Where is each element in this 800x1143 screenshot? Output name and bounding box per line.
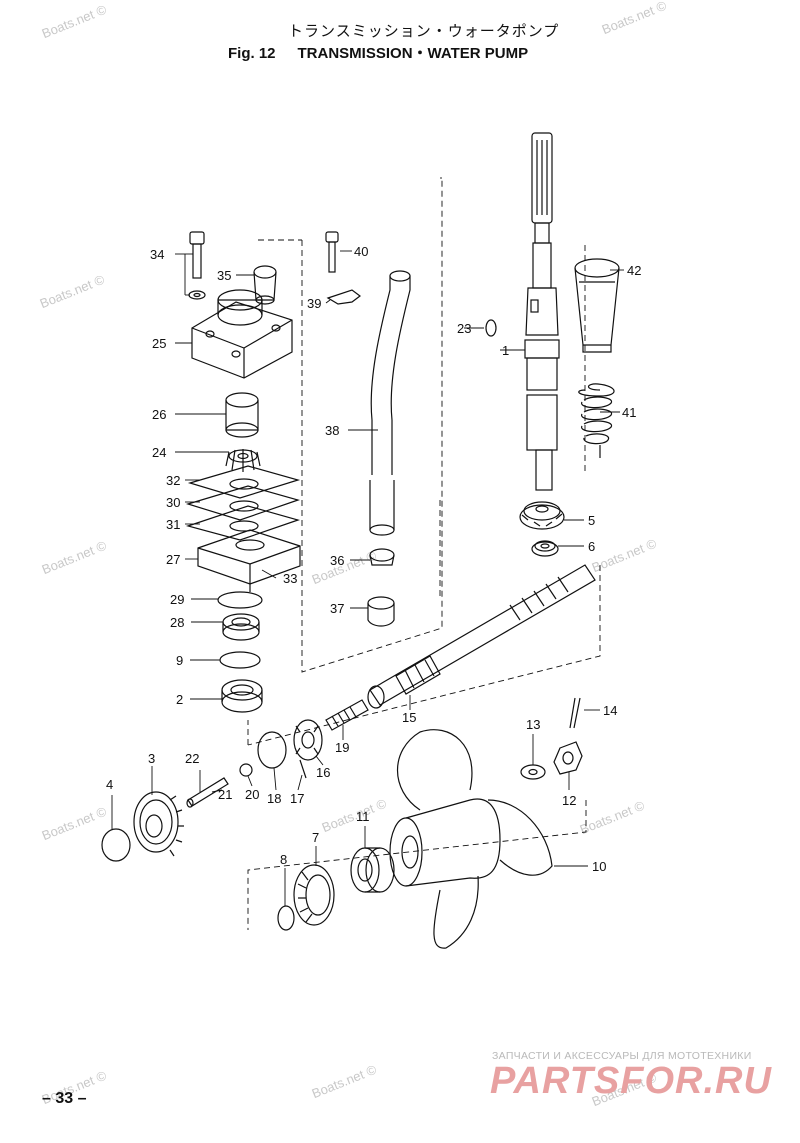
callout-40: 40 <box>354 244 368 259</box>
insert-cartridge-part <box>225 392 259 438</box>
diagram-title: Fig. 12 TRANSMISSION・WATER PUMP <box>228 42 528 63</box>
pump-gasket-plates <box>185 465 301 541</box>
cross-pin-part <box>299 759 307 779</box>
o-ring-part <box>219 651 261 669</box>
bearing-part <box>221 679 263 713</box>
callout-17: 17 <box>290 791 304 806</box>
callout-10: 10 <box>592 859 606 874</box>
callout-9: 9 <box>176 653 183 668</box>
callout-29: 29 <box>170 592 184 607</box>
assembly-guide-lines <box>247 177 601 930</box>
pinion-gear-part <box>519 501 565 530</box>
callout-13: 13 <box>526 717 540 732</box>
woodruff-key-part <box>485 319 497 337</box>
shift-plunger-part <box>325 699 369 731</box>
callout-33: 33 <box>283 571 297 586</box>
callout-23: 23 <box>457 321 471 336</box>
callout-11: 11 <box>356 809 370 824</box>
callout-26: 26 <box>152 407 166 422</box>
impeller-part <box>225 449 261 472</box>
figure-number: Fig. 12 <box>228 45 276 62</box>
oil-seal-part <box>222 613 260 641</box>
grommet-part <box>253 265 277 305</box>
callout-30: 30 <box>166 495 180 510</box>
callout-4: 4 <box>106 777 113 792</box>
brand-tagline: ЗАПЧАСТИ И АКСЕССУАРЫ ДЛЯ МОТОТЕХНИКИ <box>492 1050 752 1062</box>
diagram-title-english: TRANSMISSION・WATER PUMP <box>297 45 529 62</box>
spring-ring-part <box>257 731 287 769</box>
water-tube-part <box>369 270 411 536</box>
o-ring-part <box>217 591 263 609</box>
shim-part <box>101 828 131 862</box>
callout-18: 18 <box>267 791 281 806</box>
propeller-bearing-part <box>350 847 395 893</box>
propeller-part <box>389 729 553 949</box>
callout-27: 27 <box>166 552 180 567</box>
callout-28: 28 <box>170 615 184 630</box>
callout-1: 1 <box>502 343 509 358</box>
callout-24: 24 <box>152 445 166 460</box>
callout-21: 21 <box>218 787 232 802</box>
callout-6: 6 <box>588 539 595 554</box>
callout-39: 39 <box>307 296 321 311</box>
callout-5: 5 <box>588 513 595 528</box>
callout-35: 35 <box>217 268 231 283</box>
reverse-gear-part <box>133 791 184 857</box>
callout-37: 37 <box>330 601 344 616</box>
driveshaft-part <box>524 132 560 491</box>
brand-logo: PARTSFOR.RU <box>490 1060 772 1102</box>
propeller-shaft-part <box>367 564 596 709</box>
callout-7: 7 <box>312 830 319 845</box>
callout-34: 34 <box>150 247 164 262</box>
forward-gear-part <box>293 864 335 926</box>
pump-housing-part <box>191 289 293 379</box>
callout-31: 31 <box>166 517 180 532</box>
spring-part <box>578 383 615 458</box>
pump-base-part <box>197 529 301 592</box>
clip-part <box>326 289 361 305</box>
callout-2: 2 <box>176 692 183 707</box>
callout-8: 8 <box>280 852 287 867</box>
callout-42: 42 <box>627 263 641 278</box>
callout-14: 14 <box>603 703 617 718</box>
callout-38: 38 <box>325 423 339 438</box>
callout-3: 3 <box>148 751 155 766</box>
callout-41: 41 <box>622 405 636 420</box>
page-number: – 33 – <box>42 1090 87 1107</box>
bolt-part <box>188 231 206 300</box>
shift-rod-part <box>186 777 229 808</box>
callout-16: 16 <box>316 765 330 780</box>
leader-lines <box>111 250 624 906</box>
diagram-title-japanese: トランスミッション・ウォータポンプ <box>288 22 560 40</box>
castle-nut-part <box>553 741 583 775</box>
cotter-pin-part <box>569 697 581 729</box>
callout-25: 25 <box>152 336 166 351</box>
washer-part <box>520 764 546 780</box>
callout-12: 12 <box>562 793 576 808</box>
callout-20: 20 <box>245 787 259 802</box>
pinion-nut-part <box>531 540 559 557</box>
driveshaft-sleeve-part <box>574 258 620 353</box>
tube-seal-part <box>369 548 395 566</box>
shim-part <box>277 905 295 931</box>
callout-32: 32 <box>166 473 180 488</box>
callout-labels: 34 35 40 39 25 23 1 42 41 5 6 26 24 32 3… <box>106 244 641 874</box>
tube-grommet-part <box>367 596 395 627</box>
callout-15: 15 <box>402 710 416 725</box>
pin-part <box>239 763 253 777</box>
callout-22: 22 <box>185 751 199 766</box>
screw-part <box>325 231 339 273</box>
callout-19: 19 <box>335 740 349 755</box>
clutch-dog-part <box>293 719 323 761</box>
callout-36: 36 <box>330 553 344 568</box>
